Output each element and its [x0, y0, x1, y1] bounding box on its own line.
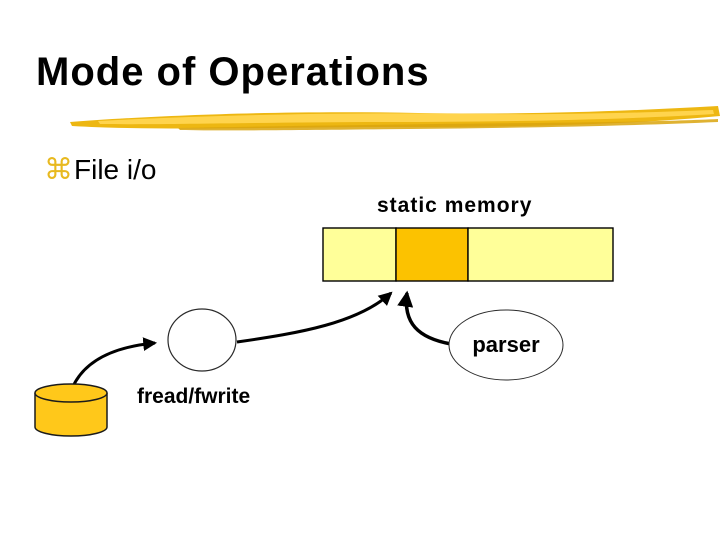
parser-ellipse — [448, 309, 564, 381]
static-memory-label: static memory — [377, 194, 533, 217]
memory-segment-right — [467, 227, 614, 282]
static-memory-block — [322, 227, 614, 282]
memory-segment-left — [322, 227, 397, 282]
command-bullet-icon: ⌘ — [44, 154, 73, 186]
file-cylinder — [34, 383, 108, 437]
bullet-item-label: File i/o — [74, 154, 157, 185]
brush-stroke-highlight — [98, 110, 714, 125]
memory-segment-middle — [395, 227, 469, 282]
cylinder-body — [34, 393, 108, 437]
cylinder-top — [34, 383, 108, 403]
parser-label: parser — [472, 332, 540, 357]
brush-stroke-streak — [178, 119, 718, 131]
fread-fwrite-label: fread/fwrite — [137, 385, 251, 408]
buffer-circle — [167, 308, 237, 372]
arrow-buffer-to-memory — [236, 291, 393, 344]
arrow-parser-to-memory — [397, 290, 452, 346]
arrow-file-to-buffer — [69, 337, 158, 392]
bullet-item-file-io: ⌘File i/o — [44, 152, 156, 187]
brush-stroke-underline — [70, 106, 720, 131]
slide-title: Mode of Operations — [36, 50, 430, 94]
